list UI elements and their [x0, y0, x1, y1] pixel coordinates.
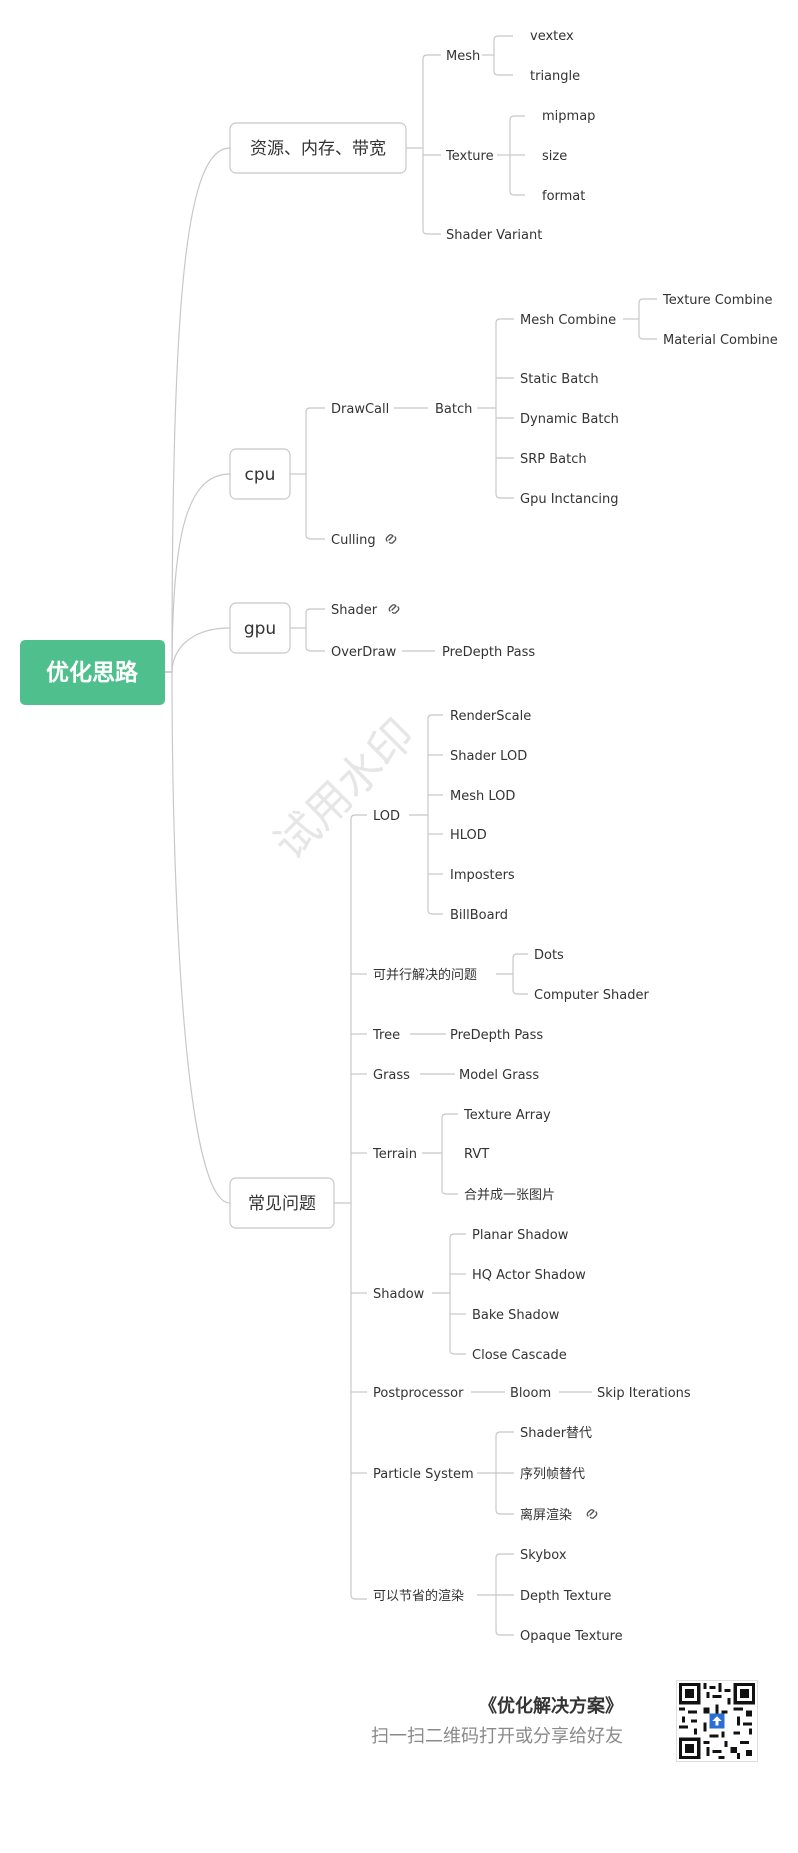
- node-bloom: Bloom: [510, 1386, 551, 1401]
- footer-subtitle: 扫一扫二维码打开或分享给好友: [371, 1726, 623, 1747]
- node-overdraw: OverDraw: [331, 645, 397, 660]
- node-gpu-instancing: Gpu Inctancing: [520, 492, 618, 507]
- node-lod: LOD: [373, 809, 400, 824]
- root-node: 优化思路: [20, 640, 165, 705]
- node-texture-combine: Texture Combine: [662, 293, 773, 308]
- node-cpu-label: cpu: [245, 465, 276, 485]
- node-mesh: Mesh: [446, 49, 480, 64]
- node-hlod: HLOD: [450, 828, 487, 843]
- node-renderscale: RenderScale: [450, 709, 531, 724]
- node-particle-system: Particle System: [373, 1467, 474, 1482]
- link-icon[interactable]: [586, 1509, 598, 1519]
- node-imposters: Imposters: [450, 868, 515, 883]
- node-srp-batch: SRP Batch: [520, 452, 587, 467]
- node-shader-variant: Shader Variant: [446, 228, 542, 243]
- node-mipmap: mipmap: [542, 109, 595, 124]
- node-shader: Shader: [331, 603, 378, 618]
- node-resources-label: 资源、内存、带宽: [250, 139, 386, 159]
- node-close-cascade: Close Cascade: [472, 1348, 567, 1363]
- node-saving-render: 可以节省的渲染: [373, 1588, 464, 1604]
- node-grass: Grass: [373, 1068, 410, 1083]
- link-icon[interactable]: [385, 534, 397, 544]
- node-depth-texture: Depth Texture: [520, 1589, 611, 1604]
- footer-title: 《优化解决方案》: [479, 1696, 623, 1717]
- watermark: 试用水印: [264, 709, 425, 870]
- node-merge-image: 合并成一张图片: [464, 1188, 555, 1203]
- node-opaque-texture: Opaque Texture: [520, 1629, 623, 1644]
- node-computer-shader: Computer Shader: [534, 988, 649, 1003]
- node-model-grass: Model Grass: [459, 1068, 539, 1083]
- node-parallel: 可并行解决的问题: [373, 967, 477, 983]
- node-planar-shadow: Planar Shadow: [472, 1228, 569, 1243]
- node-sequence-replace: 序列帧替代: [520, 1467, 585, 1482]
- node-static-batch: Static Batch: [520, 372, 599, 387]
- node-vextex: vextex: [530, 29, 574, 44]
- node-resources: 资源、内存、带宽: [229, 122, 407, 174]
- node-mesh-combine: Mesh Combine: [520, 313, 616, 328]
- node-terrain: Terrain: [372, 1147, 417, 1162]
- node-rvt: RVT: [464, 1147, 489, 1162]
- node-culling: Culling: [331, 533, 376, 548]
- node-shader-lod: Shader LOD: [450, 749, 527, 764]
- edges: [165, 35, 657, 1636]
- node-billboard: BillBoard: [450, 908, 508, 923]
- node-shader-replace: Shader替代: [520, 1426, 592, 1441]
- node-shadow: Shadow: [373, 1287, 425, 1302]
- node-skip-iterations: Skip Iterations: [597, 1386, 691, 1401]
- node-dynamic-batch: Dynamic Batch: [520, 412, 619, 427]
- node-texture: Texture: [445, 149, 494, 164]
- node-gpu: gpu: [229, 602, 291, 654]
- node-postprocessor: Postprocessor: [373, 1386, 464, 1401]
- node-common: 常见问题: [229, 1177, 335, 1229]
- node-predepth-pass: PreDepth Pass: [442, 645, 535, 660]
- node-drawcall: DrawCall: [331, 402, 389, 417]
- node-size: size: [542, 149, 567, 164]
- node-hq-actor-shadow: HQ Actor Shadow: [472, 1268, 586, 1283]
- node-format: format: [542, 189, 585, 204]
- node-dots: Dots: [534, 948, 564, 963]
- node-material-combine: Material Combine: [663, 333, 778, 348]
- node-offscreen-render: 离屏渲染: [520, 1507, 572, 1523]
- node-tree: Tree: [372, 1028, 400, 1043]
- node-mesh-lod: Mesh LOD: [450, 789, 515, 804]
- node-batch: Batch: [435, 402, 472, 417]
- node-bake-shadow: Bake Shadow: [472, 1308, 560, 1323]
- node-gpu-label: gpu: [244, 619, 276, 639]
- node-tree-predepth: PreDepth Pass: [450, 1028, 543, 1043]
- link-icon[interactable]: [388, 604, 400, 614]
- qr-code-icon[interactable]: [676, 1680, 758, 1762]
- node-skybox: Skybox: [520, 1548, 567, 1563]
- node-cpu: cpu: [229, 448, 291, 500]
- node-triangle: triangle: [530, 69, 580, 84]
- root-label: 优化思路: [46, 659, 139, 686]
- node-common-label: 常见问题: [248, 1194, 316, 1214]
- node-texture-array: Texture Array: [463, 1108, 551, 1123]
